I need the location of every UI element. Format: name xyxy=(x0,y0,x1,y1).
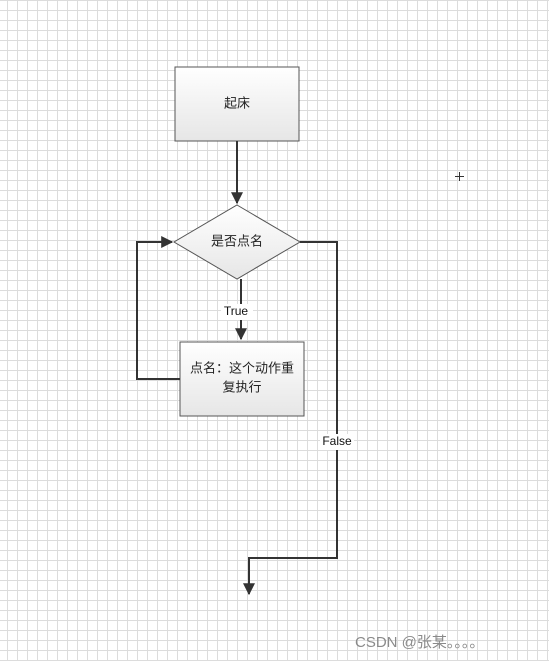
true-edge-label: True xyxy=(224,304,249,318)
process-node-box[interactable] xyxy=(179,341,305,417)
false-edge-label: False xyxy=(322,434,352,448)
start-node-box[interactable] xyxy=(174,66,300,142)
crosshair-icon xyxy=(455,172,464,181)
decision-node[interactable]: 是否点名 xyxy=(173,204,301,280)
true-label-bg xyxy=(221,304,253,320)
edge-false-exit[interactable] xyxy=(243,241,338,596)
decision-node-label: 是否点名 xyxy=(211,234,263,250)
start-node[interactable]: 起床 xyxy=(174,66,300,142)
process-node-label-line1: 点名：这个动作重 xyxy=(190,361,294,377)
watermark: CSDN @张某。。。。 xyxy=(355,634,485,651)
edge-loop-back[interactable] xyxy=(136,236,180,380)
process-node-label-line2: 复执行 xyxy=(222,381,261,396)
decision-node-diamond[interactable] xyxy=(173,204,301,280)
false-label-bg xyxy=(320,434,354,450)
process-node[interactable]: 点名：这个动作重 复执行 xyxy=(179,341,305,417)
start-node-label: 起床 xyxy=(224,97,250,112)
